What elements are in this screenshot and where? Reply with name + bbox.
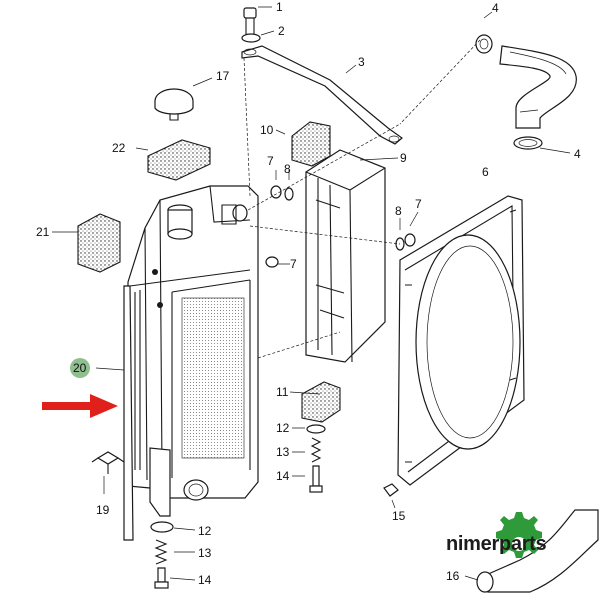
callout-22: 22 <box>112 141 126 155</box>
callout-1: 1 <box>276 0 283 14</box>
rubber-mount-11[interactable] <box>301 381 341 423</box>
gear-icon <box>496 512 542 558</box>
drain-cock-19[interactable] <box>91 451 125 474</box>
upper-hose[interactable] <box>499 45 577 129</box>
callout-6: 6 <box>482 165 489 179</box>
callout-14-right: 14 <box>276 469 290 483</box>
bolt-14b[interactable] <box>154 567 169 589</box>
watermark-text: nimerparts <box>446 533 547 555</box>
callout-7-right: 7 <box>415 197 422 211</box>
hose-clamp-top[interactable] <box>475 34 493 54</box>
callout-15: 15 <box>392 509 406 523</box>
bolt-15[interactable] <box>383 483 399 497</box>
watermark: nimerparts <box>446 512 547 558</box>
fan-shroud[interactable] <box>397 195 525 486</box>
nut-7b[interactable] <box>265 256 279 268</box>
callout-12-bottom: 12 <box>198 524 212 538</box>
washer-8a[interactable] <box>284 187 294 201</box>
callout-2: 2 <box>278 24 285 38</box>
callout-13-right: 13 <box>276 445 290 459</box>
callout-13-bottom: 13 <box>198 546 212 560</box>
callout-9: 9 <box>400 151 407 165</box>
callout-7-mid: 7 <box>290 257 297 271</box>
foam-pad-22[interactable] <box>147 139 211 181</box>
callout-14-bottom: 14 <box>198 573 212 587</box>
radiator-cap[interactable] <box>154 88 194 121</box>
radiator[interactable] <box>123 185 259 541</box>
callout-4-bottom: 4 <box>574 147 581 161</box>
bolt-14a[interactable] <box>309 465 323 493</box>
callout-10: 10 <box>260 123 274 137</box>
callout-21: 21 <box>36 225 50 239</box>
hose-clamp-bottom[interactable] <box>513 136 543 150</box>
callout-8-top: 8 <box>284 162 291 176</box>
callout-labels: 1 2 3 4 4 6 7 8 9 10 7 8 7 11 12 13 14 1… <box>36 0 581 587</box>
callout-12-right: 12 <box>276 421 290 435</box>
lower-hose[interactable] <box>476 509 599 593</box>
callout-7-top: 7 <box>267 154 274 168</box>
callout-17: 17 <box>216 69 230 83</box>
leader-lines <box>52 6 571 581</box>
side-bracket[interactable] <box>305 149 386 363</box>
nut-7a[interactable] <box>270 185 282 199</box>
nut-7c[interactable] <box>404 233 416 247</box>
stay-rod[interactable] <box>241 45 403 145</box>
highlight-arrow <box>42 394 118 418</box>
spring-13b[interactable] <box>154 539 168 565</box>
callout-20: 20 <box>73 361 87 375</box>
washer-12b[interactable] <box>150 521 174 533</box>
callout-8-right: 8 <box>395 204 402 218</box>
washer-2[interactable] <box>241 33 261 43</box>
callout-4-top: 4 <box>492 1 499 15</box>
spring-13a[interactable] <box>310 437 322 463</box>
callout-11: 11 <box>276 385 289 399</box>
callout-3: 3 <box>358 55 365 69</box>
callout-16: 16 <box>446 569 460 583</box>
washer-12a[interactable] <box>306 424 326 434</box>
callout-19: 19 <box>96 503 110 517</box>
foam-pad-21[interactable] <box>77 213 121 273</box>
rubber-mount-10[interactable] <box>291 121 331 167</box>
callout-20-highlight <box>70 358 90 378</box>
